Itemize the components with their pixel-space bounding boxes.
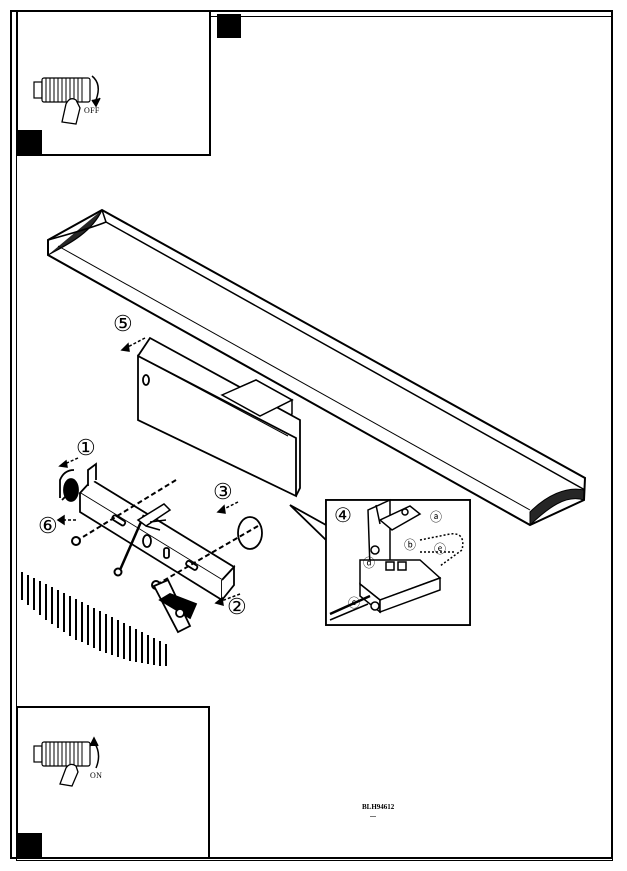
callout-3: ③	[213, 479, 233, 504]
screw-icon	[71, 479, 259, 590]
lamp-bar	[47, 208, 587, 527]
step-number-marker	[18, 833, 42, 857]
step-number-marker	[18, 130, 42, 154]
switch-on-label: ON	[90, 771, 103, 780]
hand-icon	[59, 763, 79, 787]
inner-frame	[16, 16, 613, 861]
screwdriver-icon	[152, 578, 198, 634]
direction-arrows	[56, 337, 241, 607]
mounting-bracket	[63, 462, 236, 602]
callout-5: ⑤	[113, 311, 133, 336]
dowel-icon	[136, 503, 263, 550]
callout-6: ⑥	[38, 513, 58, 538]
terminal-label-e: ⓔ	[434, 542, 447, 556]
product-code: BLH94612	[362, 803, 395, 811]
hand-icon	[61, 98, 81, 125]
step-panel-on: ON	[16, 706, 210, 859]
terminal-label-a: ⓐ	[430, 510, 443, 524]
callout-4: ④	[334, 505, 352, 527]
rotation-arrow-icon	[89, 736, 100, 769]
callout-1: ①	[76, 435, 96, 460]
housing-box	[137, 336, 301, 498]
terminal-block	[329, 498, 464, 621]
switch-off-label: OFF	[84, 106, 100, 115]
step-number-marker	[217, 14, 241, 38]
terminal-label-b: ⓑ	[404, 538, 417, 552]
callout-2: ②	[227, 594, 247, 619]
power-switch-icon	[33, 75, 101, 125]
power-switch-icon	[33, 736, 100, 787]
wall-icon	[21, 572, 167, 666]
rotation-arrow-icon	[91, 75, 101, 108]
terminal-label-c: ⓒ	[348, 596, 361, 610]
footer-dash	[370, 816, 376, 817]
terminal-label-d: ⓓ	[363, 556, 376, 570]
step-panel-off: OFF	[16, 10, 211, 156]
